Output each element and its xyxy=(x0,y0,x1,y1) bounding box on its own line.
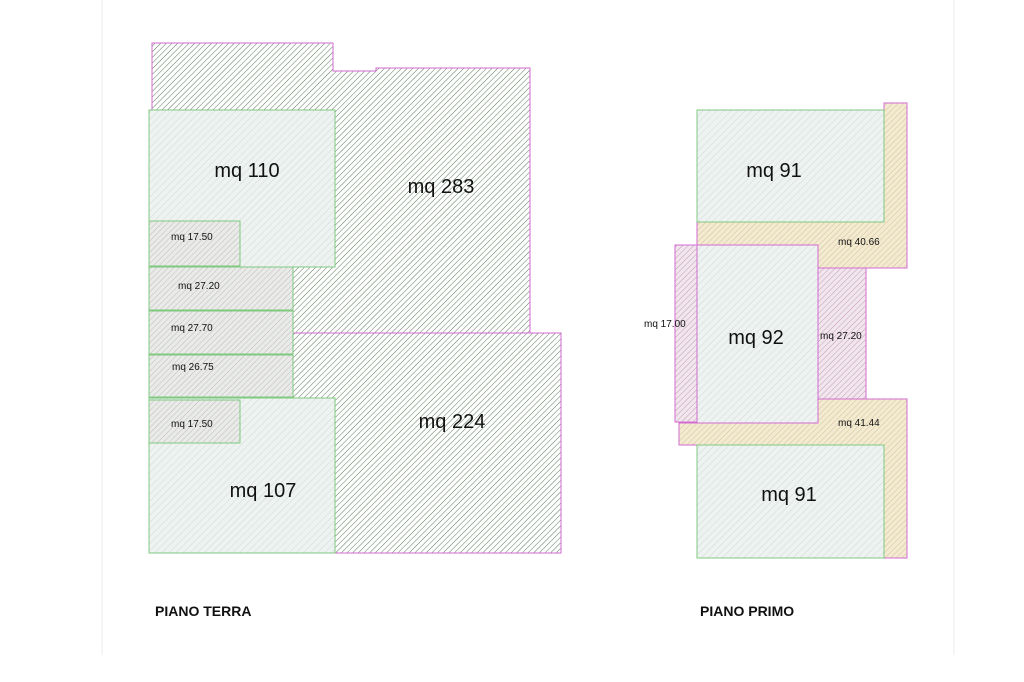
room-first-top-unit xyxy=(696,109,885,223)
label-first-mid-unit: mq 92 xyxy=(728,327,784,349)
room-first-left-strip xyxy=(674,244,698,423)
label-first-right-strip: mq 27.20 xyxy=(820,331,862,342)
room-ground-strip-3 xyxy=(148,310,294,355)
first-floor: mq 91 mq 40.66 mq 17.00 mq 27.20 mq 92 m… xyxy=(644,102,908,619)
label-strip-3: mq 27.70 xyxy=(171,323,213,334)
label-first-left-strip: mq 17.00 xyxy=(644,319,686,330)
label-strip-4: mq 26.75 xyxy=(172,362,214,373)
label-strip-1: mq 17.50 xyxy=(171,232,213,243)
label-first-top-unit: mq 91 xyxy=(746,160,802,182)
label-first-bottom-unit: mq 91 xyxy=(761,484,817,506)
label-unit-upper: mq 110 xyxy=(214,160,279,182)
label-unit-lower: mq 107 xyxy=(230,480,297,502)
label-large-upper: mq 283 xyxy=(408,176,475,198)
room-ground-strip-1 xyxy=(148,220,241,267)
label-large-lower: mq 224 xyxy=(419,411,486,433)
room-first-right-strip xyxy=(817,267,867,400)
room-first-bottom-unit xyxy=(696,444,885,559)
floor-title-ground: PIANO TERRA xyxy=(155,603,251,619)
label-strip-5: mq 17.50 xyxy=(171,419,213,430)
room-ground-strip-5 xyxy=(148,399,241,444)
ground-floor: mq 110 mq 283 mq 17.50 mq 27.20 mq 27.70… xyxy=(148,42,562,619)
label-first-tan-upper: mq 40.66 xyxy=(838,237,880,248)
floor-title-first: PIANO PRIMO xyxy=(700,603,794,619)
label-strip-2: mq 27.20 xyxy=(178,281,220,292)
room-ground-strip-2 xyxy=(148,266,294,311)
room-ground-strip-4 xyxy=(148,354,294,398)
label-first-tan-lower: mq 41.44 xyxy=(838,418,880,429)
room-first-mid-unit xyxy=(696,244,819,424)
